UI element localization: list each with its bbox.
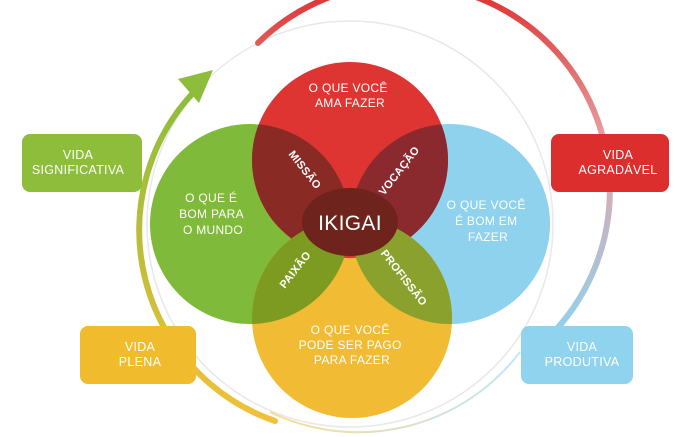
vida-agradavel-box: VIDA AGRADÁVEL (551, 134, 669, 192)
vida-significativa-box: VIDA SIGNIFICATIVA (22, 134, 142, 192)
overlap-top-right (350, 124, 448, 258)
vida-agradavel-line2: AGRADÁVEL (578, 163, 658, 177)
vida-produtiva-line1: VIDA (566, 340, 598, 354)
bottom-arc (269, 351, 521, 434)
vida-plena-box: VIDA PLENA (80, 326, 196, 384)
overlap-bottom-left (252, 218, 350, 324)
vida-produtiva-box: VIDA PRODUTIVA (521, 326, 633, 384)
vida-agradavel-line1: VIDA (602, 148, 634, 162)
vida-plena-line1: VIDA (124, 340, 156, 354)
circle-left-text: O QUE É BOM PARA O MUNDO (179, 190, 247, 237)
vida-significativa-line1: VIDA (62, 148, 94, 162)
vida-produtiva-line2: PRODUTIVA (544, 355, 620, 369)
left-arc (136, 91, 278, 424)
circle-right-text: O QUE VOCÊ É BOM EM FAZER (447, 197, 530, 244)
right-arc (255, 0, 613, 341)
center-core (302, 188, 398, 256)
left-arc-arrow-icon (178, 70, 213, 103)
center-label: IKIGAI (318, 212, 382, 235)
overlap-top-left (252, 124, 350, 258)
circle-bottom-text: O QUE VOCÊ PODE SER PAGO PARA FAZER (299, 322, 406, 367)
vida-plena-line2: PLENA (118, 355, 162, 369)
vida-significativa-line2: SIGNIFICATIVA (31, 163, 125, 177)
outer-ring-line (146, 20, 554, 428)
circle-top-text: O QUE VOCÊ AMA FAZER (309, 80, 392, 110)
